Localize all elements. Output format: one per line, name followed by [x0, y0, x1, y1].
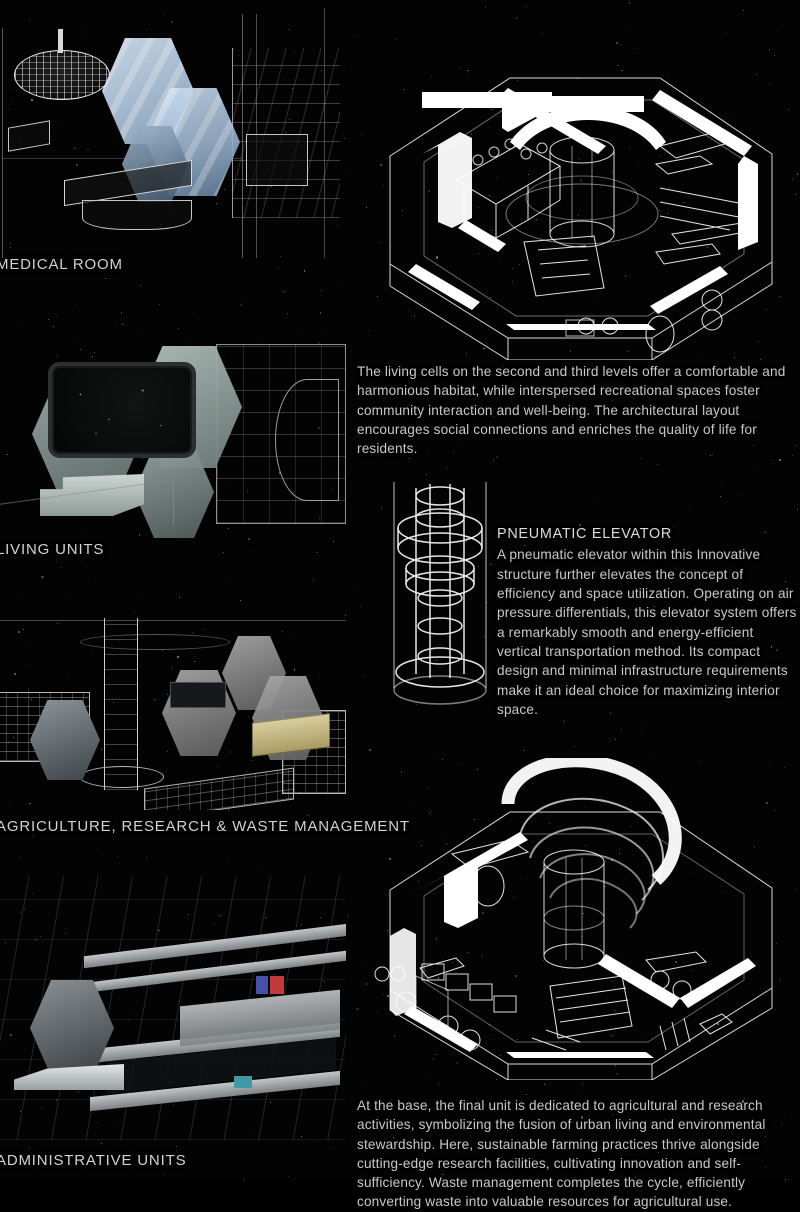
caption-living-units: LIVING UNITS [0, 541, 105, 558]
viewport-window [48, 362, 196, 458]
elevator-heading: PNEUMATIC ELEVATOR [497, 526, 673, 542]
display-monitor [170, 682, 226, 708]
corridor-structure [216, 344, 346, 524]
render-administrative-units [0, 876, 346, 1140]
hex-panel [30, 980, 114, 1076]
render-agriculture-research [0, 614, 346, 810]
floor-ring [80, 766, 164, 788]
caption-administrative: ADMINISTRATIVE UNITS [0, 1152, 187, 1169]
render-living-units [0, 328, 346, 538]
accent-panel-cyan [234, 1076, 252, 1088]
equipment-trolley [82, 200, 192, 230]
paragraph-elevator: PNEUMATIC ELEVATOR A pneumatic elevator … [497, 524, 797, 719]
paragraph-base: At the base, the final unit is dedicated… [357, 1098, 766, 1210]
paragraph-living: The living cells on the second and third… [357, 364, 786, 457]
equipment-trolley [8, 120, 50, 152]
upper-axonometric-drawing [360, 38, 800, 360]
lower-axonometric-drawing [360, 758, 800, 1080]
pneumatic-elevator-diagram [372, 474, 508, 716]
caption-medical-room: MEDICAL ROOM [0, 256, 123, 273]
caption-agriculture: AGRICULTURE, RESEARCH & WASTE MANAGEMENT [0, 818, 410, 835]
surgical-lamp-icon [14, 29, 110, 100]
accent-panel-red [270, 976, 284, 994]
medical-shelving [232, 48, 340, 218]
equipment-cabinet [246, 134, 308, 186]
render-medical-room [0, 8, 346, 258]
presentation-board: MEDICAL ROOM LIVING UNITS AGRICULTURE, R… [0, 8, 800, 1209]
elevator-body: A pneumatic elevator within this Innovat… [497, 547, 797, 717]
accent-panel-blue [256, 976, 268, 994]
